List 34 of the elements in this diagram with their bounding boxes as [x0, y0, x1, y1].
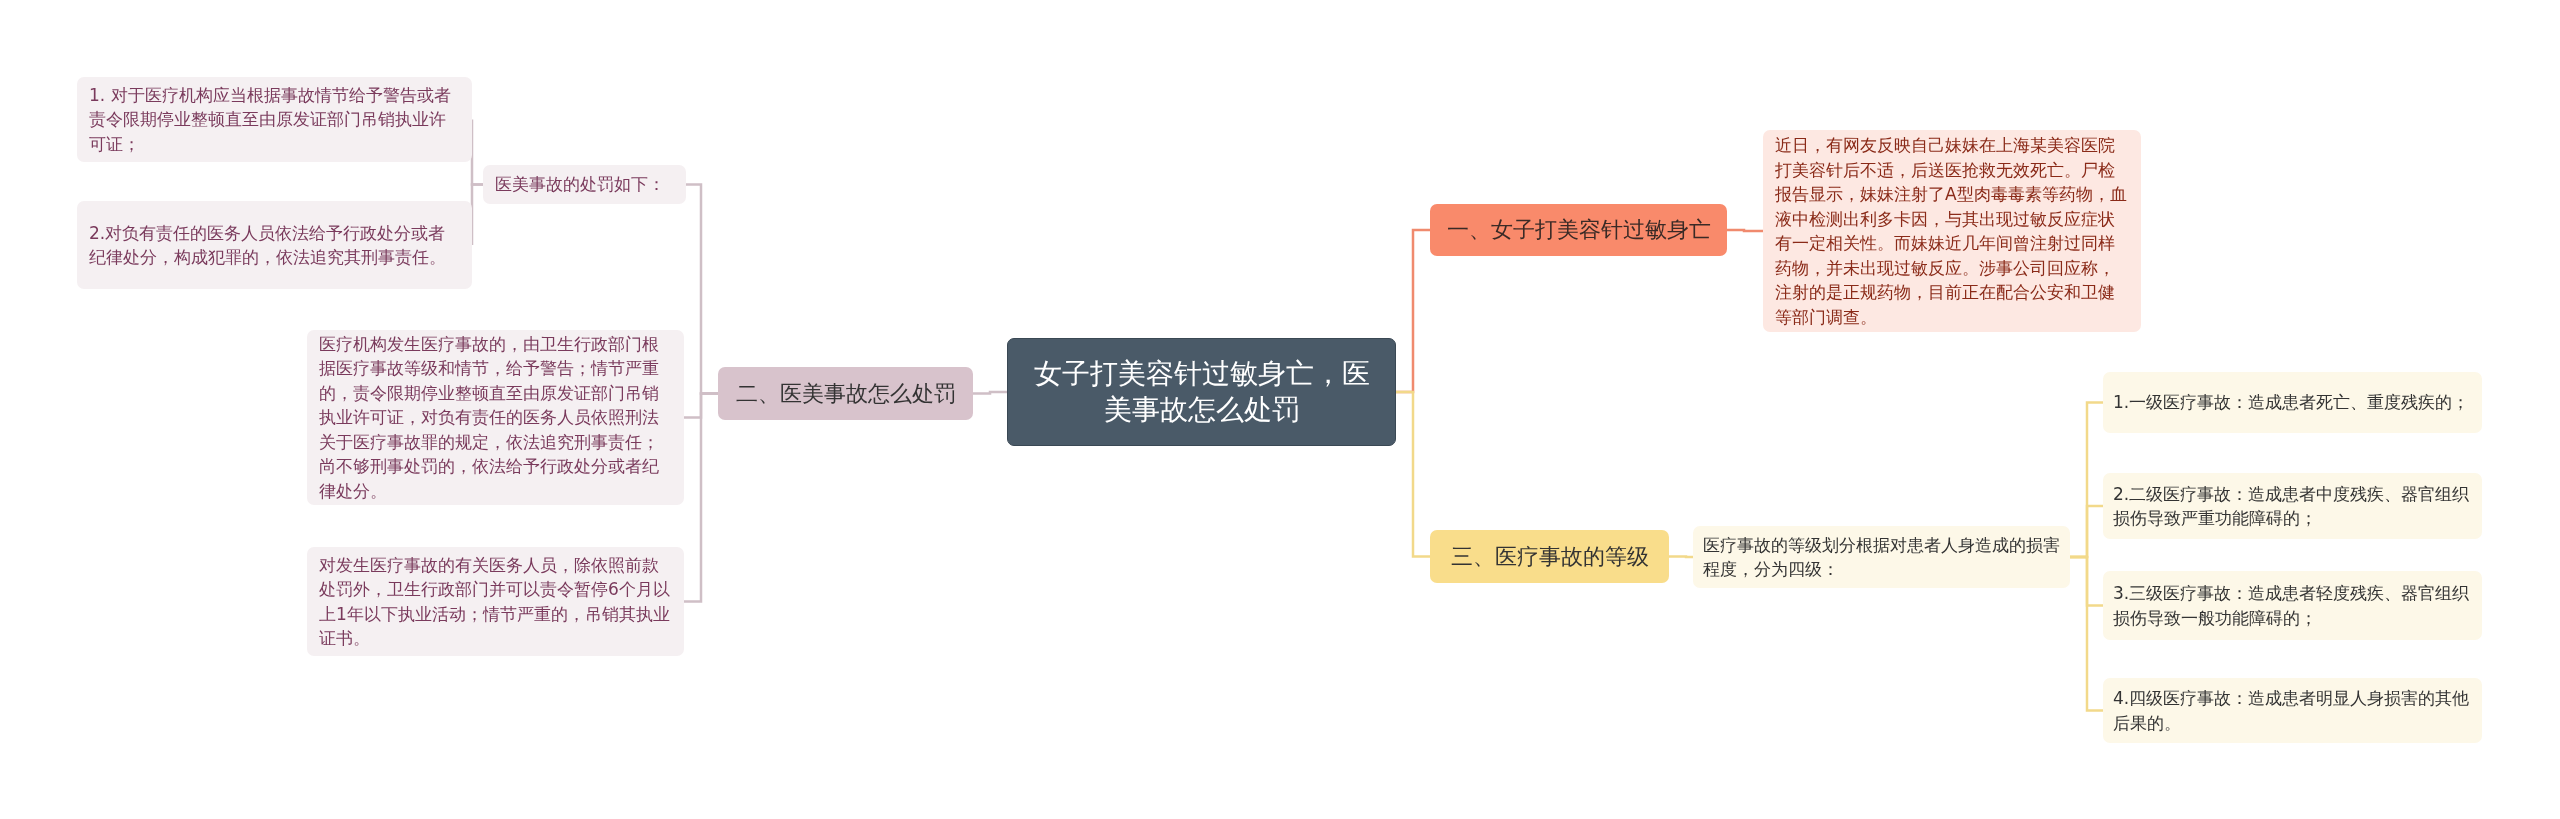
connector-line: [470, 183, 483, 247]
connector-line: [1669, 555, 1693, 559]
note-text: 近日，有网友反映自己妹妹在上海某美容医院打美容针后不适，后送医抢救无效死亡。尸检报告显示，妹妹注射了A型肉毒毒素等药物，血液中检测出利多卡因，与其出现过敏反应症状有一定相关性。而妹妹近几年间曾注射过同样药物，并未出现过敏反应。涉事公司回应称，注射的是正规药物，目前正在配合公安和卫健等部门调查。: [1775, 134, 2128, 329]
note-text: 3.三级医疗事故：造成患者轻度残疾、器官组织损伤导致一般功能障碍的；: [2113, 582, 2471, 630]
connector-line: [2070, 555, 2103, 712]
subtopic-text: 医美事故的处罚如下：: [495, 173, 665, 197]
note-card: [77, 201, 472, 289]
connector-line: [973, 390, 1007, 395]
branch-topic-label: 三、医疗事故的等级: [1450, 542, 1649, 571]
note-text: 2.二级医疗事故：造成患者中度残疾、器官组织损伤导致严重功能障碍的；: [2113, 482, 2471, 530]
subtopic-card: [1693, 526, 2070, 588]
note-text: 1.一级医疗事故：造成患者死亡、重度残疾的；: [2113, 391, 2470, 415]
branch-topic-box: [718, 367, 973, 420]
branch-topic-label: 二、医美事故怎么处罚: [735, 379, 956, 408]
central-topic-box: [1007, 338, 1396, 446]
central-topic-title: 女子打美容针过敏身亡，医美事故怎么处罚: [1032, 356, 1371, 428]
note-text: 对发生医疗事故的有关医务人员，除依照前款处罚外，卫生行政部门并可以责令暂停6个月以上1年以下执业活动；情节严重的，吊销其执业证书。: [319, 553, 671, 650]
branch-topic-box: [1430, 204, 1727, 256]
note-text: 医疗机构发生医疗事故的，由卫生行政部门根据医疗事故等级和情节，给予警告；情节严重的，责令限期停业整顿直至由原发证部门吊销执业许可证，对负有责任的医务人员依照刑法关于医疗事故罪的规定，依法追究刑事责任；尚不够刑事处罚的，依法给予行政处分或者纪律处分。: [319, 332, 660, 503]
branch-topic-label: 一、女子打美容针过敏身亡: [1446, 216, 1711, 244]
connector-line: [1727, 228, 1763, 233]
note-card: [2103, 678, 2482, 743]
note-text: 4.四级医疗事故：造成患者明显人身损害的其他后果的。: [2113, 687, 2471, 735]
note-text: 1. 对于医疗机构应当根据事故情节给予警告或者责令限期停业整顿直至由原发证部门吊销执业许可证；: [89, 83, 452, 156]
note-card: [77, 77, 472, 162]
subtopic-text: 医疗事故的等级划分根据对患者人身造成的损害程度，分为四级：: [1703, 533, 2060, 581]
note-card: [2103, 473, 2482, 539]
note-card: [2103, 372, 2482, 433]
subtopic-card: [483, 165, 686, 204]
branch-topic-box: [1430, 530, 1669, 583]
note-card: [307, 547, 684, 656]
note-card: [2103, 571, 2482, 640]
note-text: 2.对负有责任的医务人员依法给予行政处分或者纪律处分，构成犯罪的，依法追究其刑事责任。: [89, 221, 447, 269]
connector-line: [1396, 390, 1430, 558]
